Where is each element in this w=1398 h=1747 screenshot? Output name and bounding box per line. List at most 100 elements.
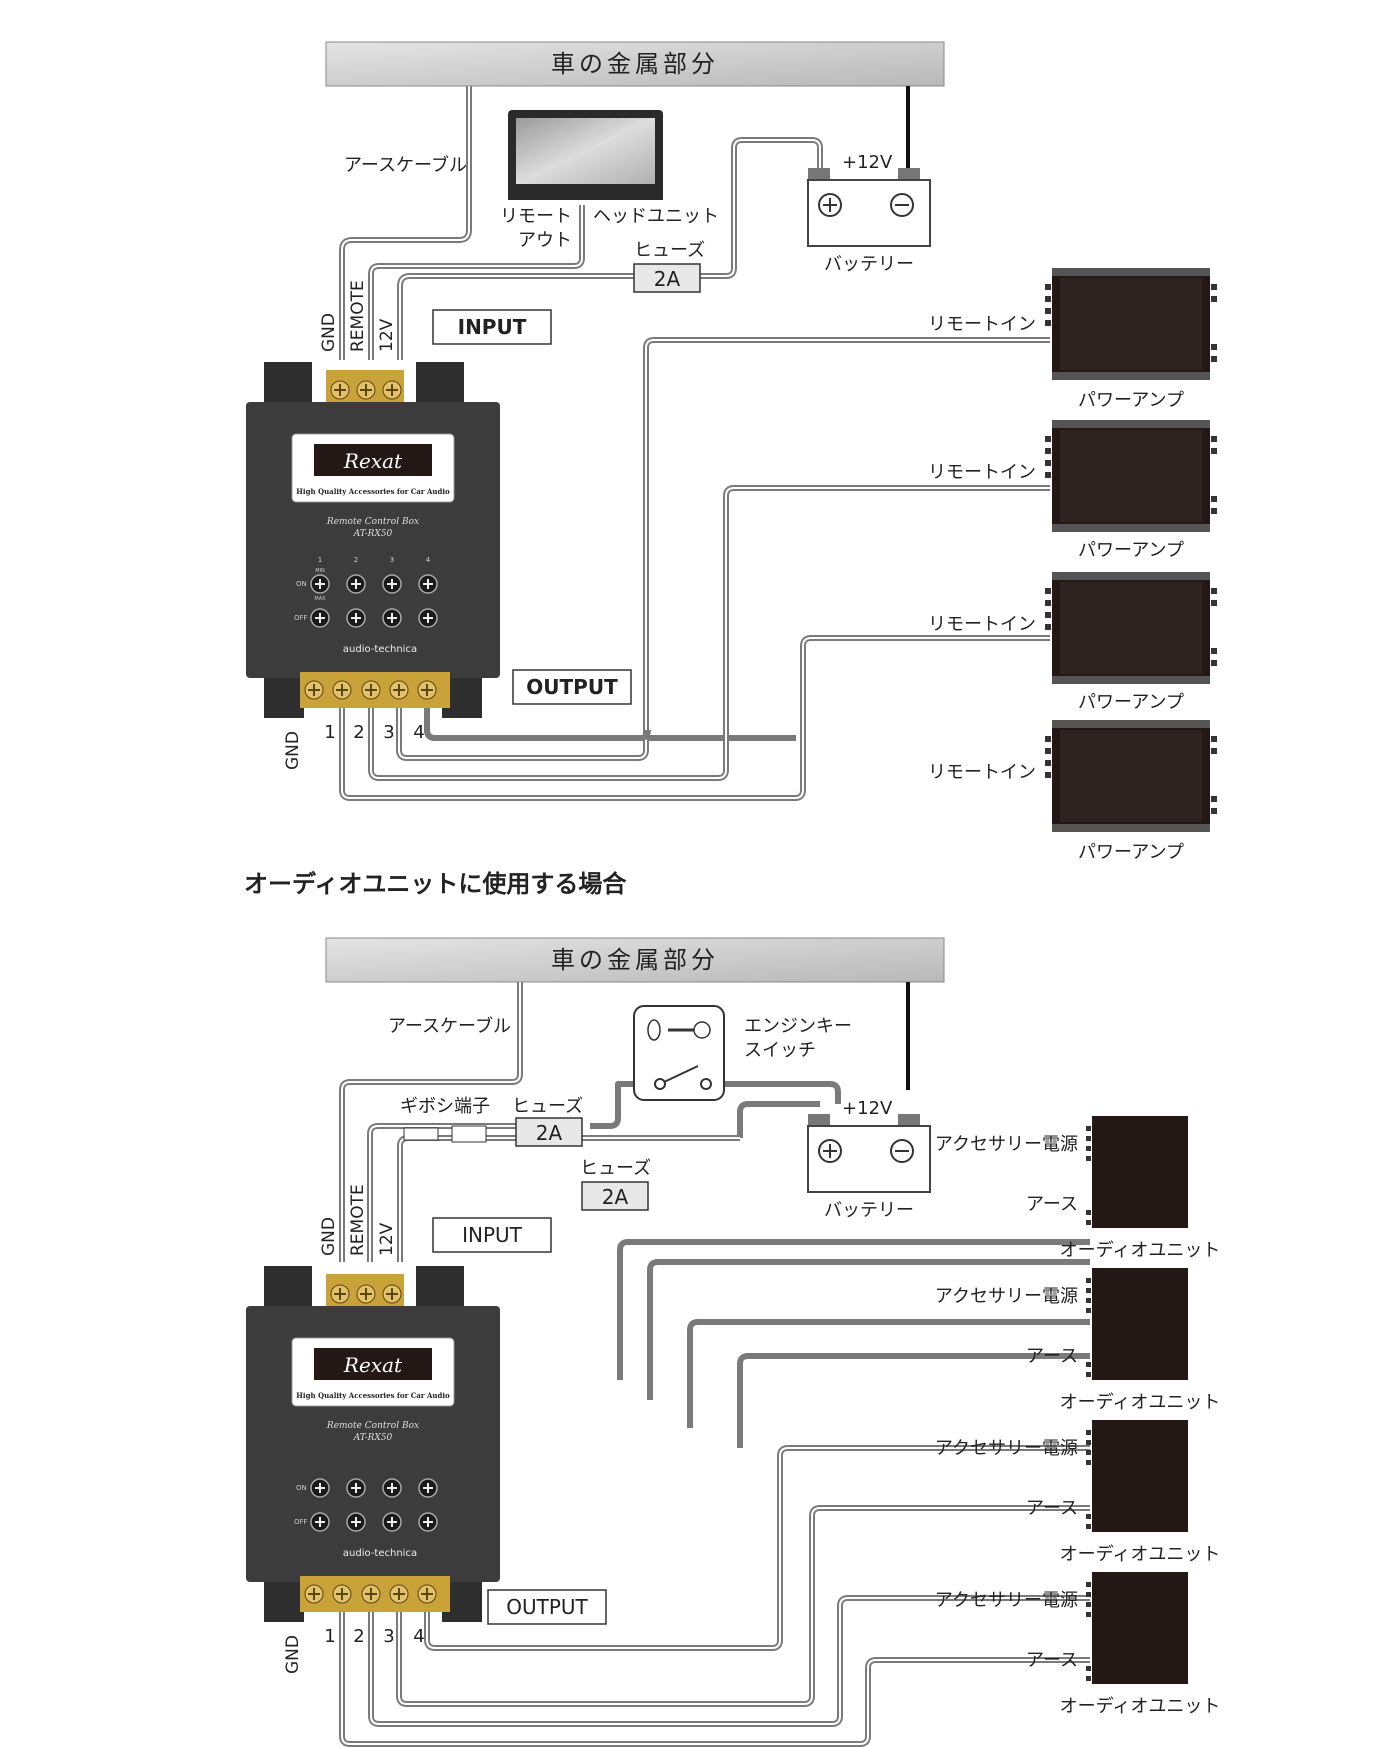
acc-power-label: アクセサリー電源 [935,1438,1078,1459]
gibosi-label: ギボシ端子 [400,1096,490,1117]
fuse-label: ヒューズ [580,1158,651,1179]
maker-logo: audio-technica [343,1548,417,1559]
chassis-bar [325,937,945,983]
row-on-label: ON [296,1484,307,1492]
output-box [487,1589,607,1625]
section-remote-head-unit: 車の金属部分 [246,41,1217,863]
audio-unit-label: オーディオユニット [1060,1696,1221,1717]
terminal-label-gnd-out: GND [283,1635,303,1674]
earth-label: アース [1026,1194,1078,1215]
section2-title: オーディオユニットに使用する場合 [244,870,627,898]
channel-label: 2 [354,556,358,564]
amps [1045,268,1217,832]
amp-name-label: パワーアンプ [1078,540,1184,561]
acc-power-label: アクセサリー電源 [935,1134,1078,1155]
plus12v-label: +12V [842,1098,893,1119]
audio-units [1086,1116,1188,1684]
plus12v-label: +12V [842,152,893,173]
input-box-label: INPUT [458,315,527,339]
device-model-line2: AT-RX50 [353,529,393,539]
battery-label: バッテリー [824,1200,914,1221]
device-tagline: High Quality Accessories for Car Audio [296,1391,450,1400]
row-on-label: ON [296,580,307,588]
head-unit [508,110,663,200]
wires-section2 [339,982,1090,1747]
earth-cable-label: アースケーブル [388,1015,511,1037]
terminal-label-out-3: 3 [383,722,394,743]
engine-key-switch [633,1005,725,1101]
battery-2 [807,1114,931,1193]
terminal-label-out-4: 4 [413,1626,424,1647]
terminal-label-remote-in: REMOTE [348,280,368,352]
channel-label: 4 [426,556,431,564]
audio-unit [1086,1420,1188,1532]
earth-label: アース [1026,1346,1078,1367]
row-off-label: OFF [294,614,308,622]
terminal-label-12v-in: 12V [377,1222,397,1256]
fuse-label: ヒューズ [634,240,705,261]
audio-unit-label: オーディオユニット [1060,1392,1221,1413]
device-model-line1: Remote Control Box [326,1421,419,1431]
terminal-label-gnd-out: GND [283,731,303,770]
earth-cable-label: アースケーブル [344,154,467,176]
fuse-box [581,1181,649,1211]
audio-unit [1086,1116,1188,1228]
terminal-label-remote-in: REMOTE [348,1184,368,1256]
row-off-label: OFF [294,1518,308,1526]
amp-remote-in-label: リモートイン [928,462,1036,483]
audio-unit-label: オーディオユニット [1060,1240,1221,1261]
section-audio-unit: 車の金属部分 [246,937,1221,1747]
terminal-label-out-1: 1 [324,1626,335,1647]
power-amp [1045,720,1217,832]
terminal-label-out-2: 2 [353,1626,364,1647]
amp-remote-in-label: リモートイン [928,762,1036,783]
battery-label: バッテリー [824,254,914,275]
gibosi-connector [403,1125,487,1143]
knob-max-label: MAX [314,596,326,602]
remote-out-label-2: アウト [518,230,572,251]
fuse-value: 2A [654,267,681,291]
fuse-value: 2A [602,1185,629,1209]
terminal-label-out-3: 3 [383,1626,394,1647]
maker-logo: audio-technica [343,644,417,655]
earth-label: アース [1026,1650,1078,1671]
input-box [432,1217,552,1253]
acc-power-label: アクセサリー電源 [935,1590,1078,1611]
fuse-value: 2A [536,1121,563,1145]
power-amp [1045,572,1217,684]
battery-1 [807,168,931,247]
output-box-label: OUTPUT [506,1595,588,1619]
channel-label: 3 [390,556,394,564]
power-amp [1045,420,1217,532]
audio-unit-label: オーディオユニット [1060,1544,1221,1565]
amp-remote-in-label: リモートイン [928,314,1036,335]
output-box [512,669,632,705]
audio-unit [1086,1572,1188,1684]
knob-min-label: MIN [315,568,325,574]
terminal-label-out-4: 4 [413,722,424,743]
fuse-box [633,263,701,293]
remote-control-box [246,1266,500,1582]
terminal-label-out-2: 2 [353,722,364,743]
device-brand: Rexat [343,449,403,473]
remote-control-box [246,362,500,678]
engine-key-label-2: スイッチ [744,1040,816,1061]
fuse-label: ヒューズ [512,1096,583,1117]
power-amp [1045,268,1217,380]
amp-name-label: パワーアンプ [1078,842,1184,863]
device-model-line1: Remote Control Box [326,517,419,527]
wires-section1 [339,86,1050,801]
earth-label: アース [1026,1498,1078,1519]
remote-out-label-1: リモート [500,206,572,227]
amp-remote-in-label: リモートイン [928,614,1036,635]
knob-grid: ON OFF 1 2 3 4 MIN MAX [294,556,438,628]
chassis-bar [325,41,945,87]
terminal-label-gnd-in: GND [319,313,339,352]
acc-power-label: アクセサリー電源 [935,1286,1078,1307]
terminal-label-12v-in: 12V [377,318,397,352]
audio-unit [1086,1268,1188,1380]
head-unit-label: ヘッドユニット [593,206,719,227]
input-box-label: INPUT [462,1223,523,1247]
channel-label: 1 [318,556,322,564]
